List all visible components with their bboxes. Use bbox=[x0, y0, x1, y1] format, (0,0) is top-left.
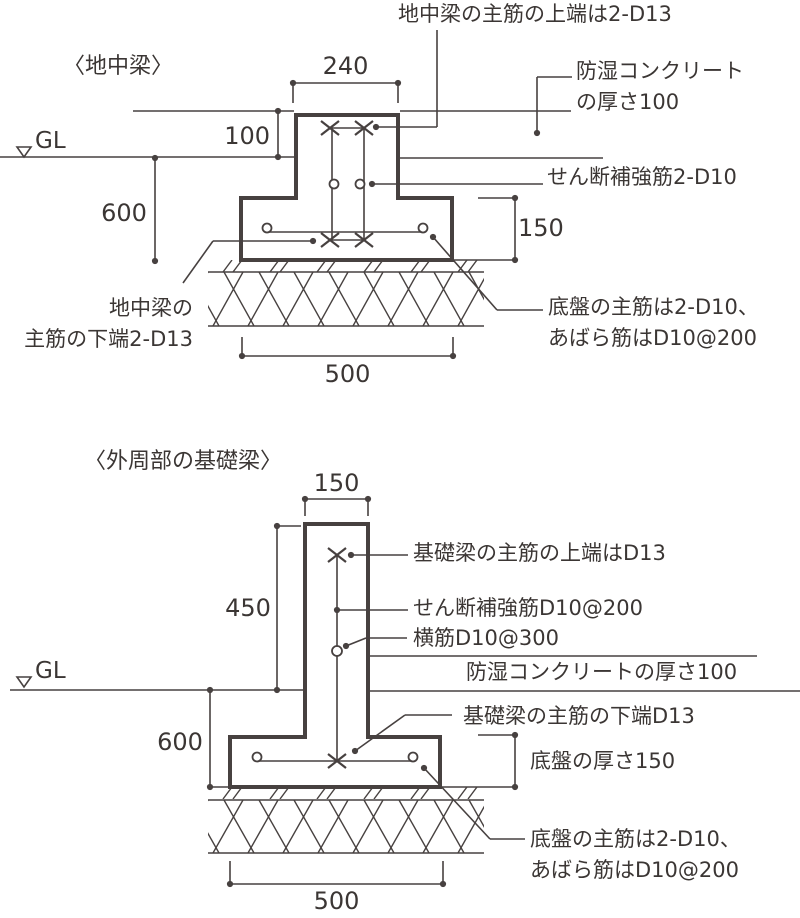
top-dim-500-text: 500 bbox=[324, 360, 371, 388]
bottom-dim-150 bbox=[301, 495, 372, 516]
bottom-gl-label: GL bbox=[35, 658, 66, 684]
top-dim-100 bbox=[274, 107, 282, 161]
top-leader-main-bottom bbox=[182, 237, 317, 284]
bottom-gl-triangle bbox=[15, 676, 33, 689]
bottom-dim-450 bbox=[273, 522, 301, 694]
bottom-leader-main-top bbox=[347, 551, 408, 559]
bottom-base-slab-bars bbox=[251, 751, 419, 763]
top-label-base-slab: 底盤の主筋は2-D10、あばら筋はD10@200 bbox=[548, 295, 759, 350]
top-leader-main-top bbox=[372, 30, 438, 131]
bottom-dim-600-text: 600 bbox=[157, 728, 203, 756]
top-shear-bar-circle bbox=[354, 178, 366, 190]
top-gravel-hatch bbox=[208, 260, 484, 327]
top-shear-bar-circle bbox=[328, 178, 340, 190]
bottom-label-damp-proof: 防湿コンクリートの厚さ100 bbox=[466, 660, 738, 684]
bottom-label-base-slab: 底盤の主筋は2-D10、あばら筋はD10@200 bbox=[530, 827, 741, 882]
bottom-gravel-hatch bbox=[208, 787, 484, 854]
bottom-diagram bbox=[10, 495, 800, 888]
bottom-dim-500-text: 500 bbox=[313, 887, 360, 915]
top-surface-lines bbox=[0, 110, 603, 159]
top-dim-100-text: 100 bbox=[224, 122, 270, 150]
bottom-label-main-top: 基礎梁の主筋の上端はD13 bbox=[413, 541, 666, 565]
bottom-leader-shear bbox=[333, 606, 408, 614]
bottom-leader-main-bottom bbox=[351, 714, 452, 755]
bottom-surface-lines bbox=[10, 655, 800, 692]
top-concrete-outline bbox=[239, 113, 454, 262]
top-dim-240 bbox=[289, 79, 402, 103]
top-dim-600 bbox=[151, 154, 159, 265]
bottom-dim-150-text: 150 bbox=[313, 469, 360, 497]
top-dim-500 bbox=[238, 337, 457, 360]
bottom-dim-450-text: 450 bbox=[225, 594, 271, 622]
bottom-dim-600 bbox=[206, 686, 228, 791]
top-gl-triangle bbox=[15, 146, 33, 159]
top-base-slab-bars bbox=[261, 222, 429, 234]
top-dim-150 bbox=[452, 194, 519, 264]
bottom-diagram-title: 〈外周部の基礎梁〉 bbox=[84, 449, 283, 474]
bottom-horizontal-bar-circle bbox=[331, 645, 343, 657]
bottom-label-horizontal-bar: 横筋D10@300 bbox=[413, 626, 559, 650]
bottom-label-slab-thickness: 底盤の厚さ150 bbox=[530, 749, 676, 773]
top-label-main-top: 地中梁の主筋の上端は2-D13 bbox=[398, 2, 672, 26]
top-leader-damp-proof bbox=[533, 76, 572, 137]
bottom-dim-slab-150 bbox=[440, 731, 519, 791]
bottom-label-main-bottom: 基礎梁の主筋の下端D13 bbox=[463, 704, 695, 728]
top-diagram bbox=[0, 30, 603, 360]
top-label-main-bottom: 地中梁の主筋の下端2-D13 bbox=[24, 296, 193, 351]
top-main-bar-x-marks bbox=[320, 120, 374, 248]
top-label-damp-proof: 防湿コンクリートの厚さ100 bbox=[576, 59, 744, 114]
top-gl-label: GL bbox=[35, 128, 66, 154]
top-leader-shear bbox=[368, 180, 543, 188]
bottom-label-shear: せん断補強筋D10@200 bbox=[413, 596, 643, 620]
top-dim-240-text: 240 bbox=[322, 52, 369, 80]
top-dim-600-text: 600 bbox=[101, 199, 147, 227]
top-dim-150-text: 150 bbox=[518, 214, 564, 242]
bottom-leader-horizontal-bar bbox=[342, 637, 407, 650]
bottom-dim-500 bbox=[226, 861, 447, 888]
top-diagram-title: 〈地中梁〉 bbox=[63, 54, 174, 79]
top-label-shear: せん断補強筋2-D10 bbox=[547, 165, 737, 189]
